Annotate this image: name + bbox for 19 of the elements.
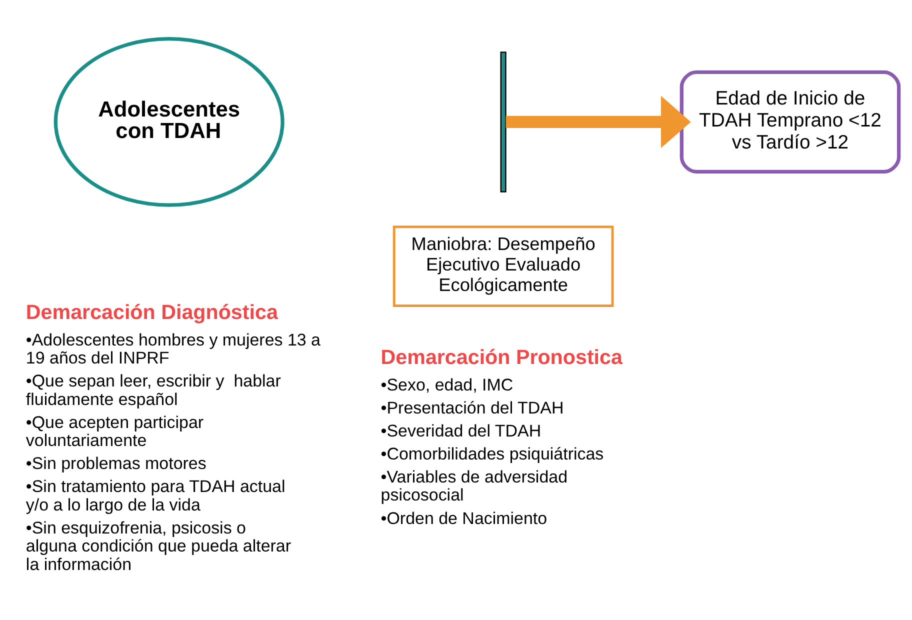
label: •Adolescentes hombres y mujeres 13 a 19 años del INPRF: [26, 330, 320, 368]
label: •Que acepten participar voluntariamente: [26, 412, 204, 450]
label: •Comorbilidades psiquiátricas: [380, 444, 604, 464]
label: •Orden de Nacimiento: [380, 508, 548, 528]
label: •Presentación del TDAH: [380, 398, 564, 418]
node-ellipse: Adolescentes con TDAH: [54, 37, 284, 207]
label: •Sexo, edad, IMC: [380, 375, 514, 394]
label: •Que sepan leer, escribir y hablar fluidamente español: [26, 372, 281, 409]
node-box: Edad de Inicio de TDAH Temprano <12 vs Tardío >12: [680, 70, 901, 174]
label: •Sin esquizofrenia, psicosis o alguna condición que pueda alterar la información: [26, 518, 292, 574]
node-box: Maniobra: Desempeño Ejecutivo Evaluado Ecológicamente: [392, 226, 614, 307]
label: •Sin problemas motores: [26, 454, 206, 474]
label: •Sin tratamiento para TDAH actual y/o a lo largo de la vida: [26, 477, 286, 514]
node-bar: [500, 52, 506, 192]
label: Demarcación Pronostica: [380, 346, 622, 370]
label: •Variables de adversidad psicosocial: [380, 468, 568, 505]
label: Demarcación Diagnóstica: [26, 301, 278, 324]
arrow: [506, 96, 691, 148]
label: •Severidad del TDAH: [380, 421, 542, 440]
